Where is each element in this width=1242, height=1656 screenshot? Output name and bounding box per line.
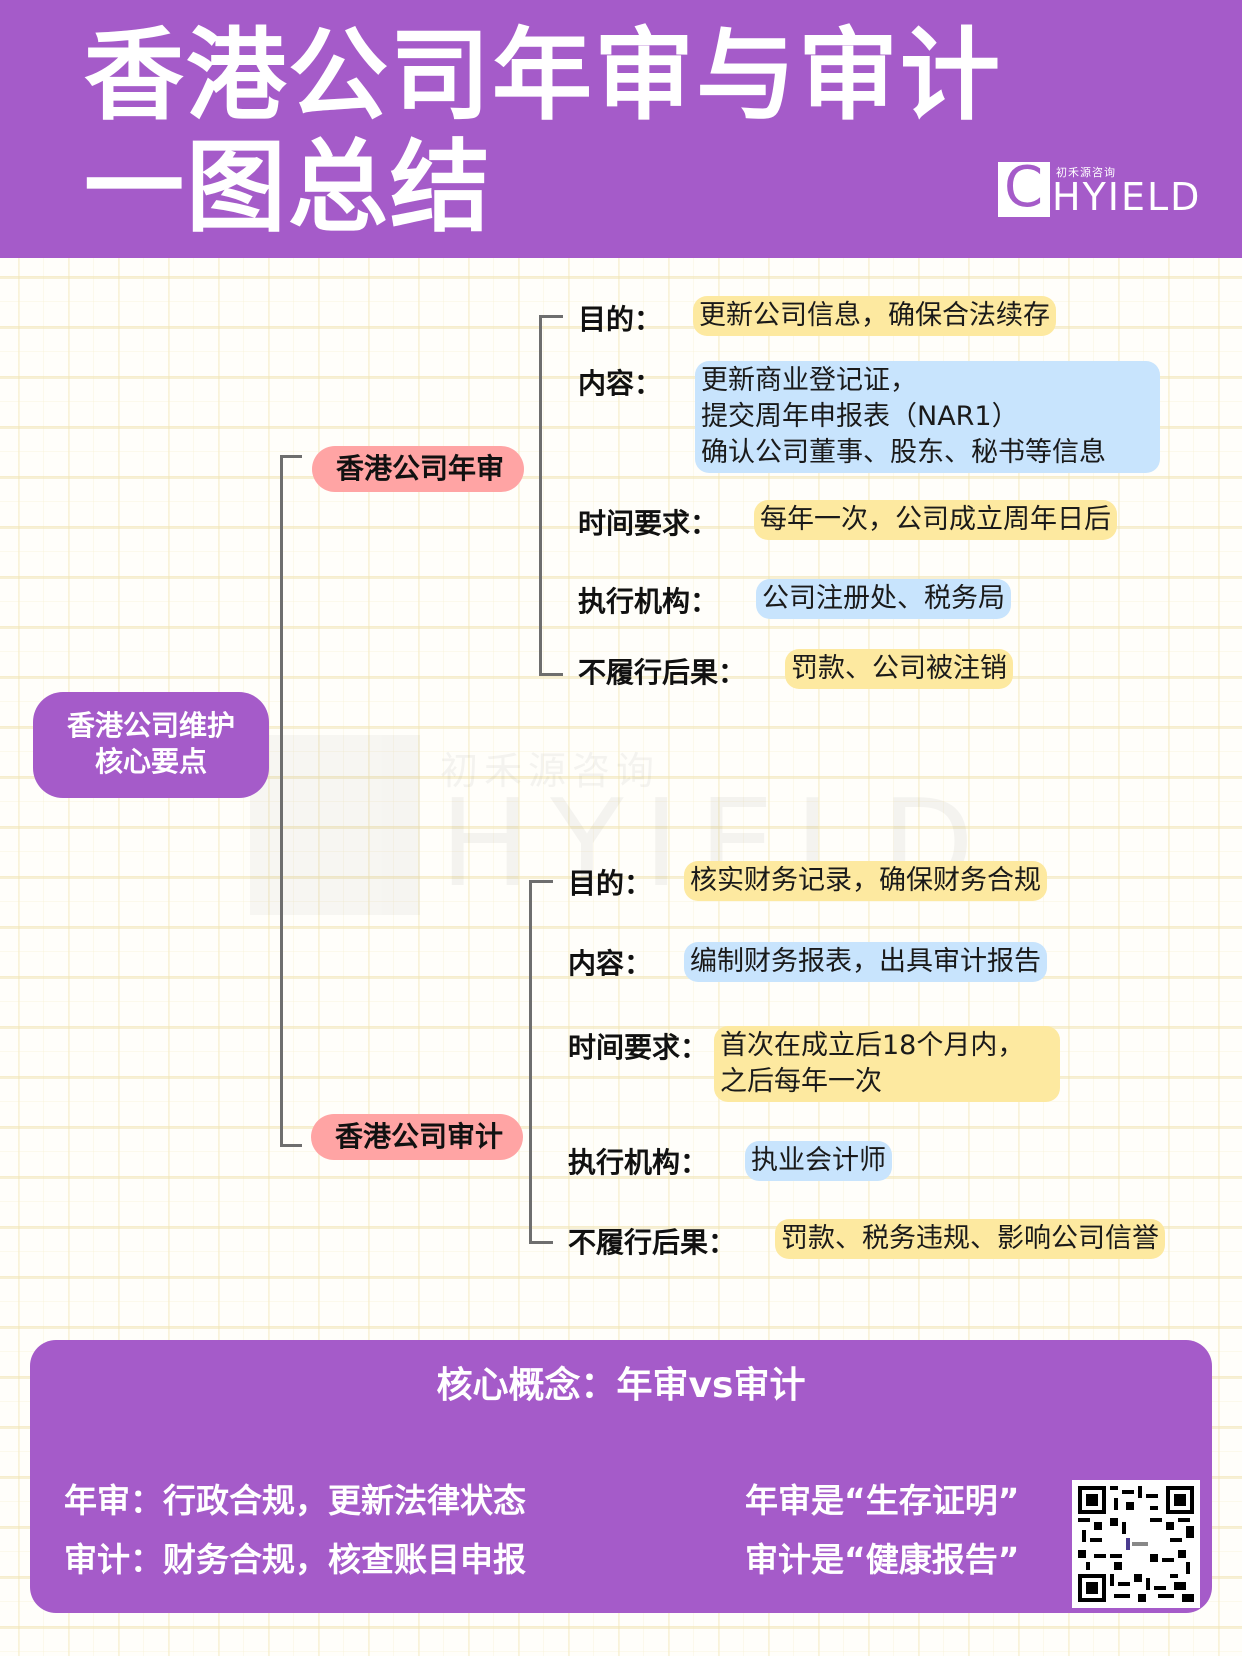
root-line-1: 香港公司维护 <box>66 709 235 742</box>
audit-consequence-value: 罚款、税务违规、影响公司信誉 <box>775 1219 1165 1259</box>
annual-agency-label: 执行机构： <box>578 585 719 618</box>
title-line-2: 一图总结 <box>84 129 492 246</box>
annual-consequence-value: 罚款、公司被注销 <box>785 649 1013 689</box>
annual-agency-value: 公司注册处、税务局 <box>756 579 1011 619</box>
summary-left-line-2: 审计：财务合规，核查账目申报 <box>64 1540 526 1579</box>
connector-branch-2-top <box>529 880 553 883</box>
logo-cn-name: 初禾源咨询 <box>1056 166 1116 179</box>
root-line-2: 核心要点 <box>94 745 207 778</box>
annual-time-label: 时间要求： <box>578 507 719 540</box>
annual-time-value: 每年一次，公司成立周年日后 <box>754 500 1117 540</box>
audit-time-label: 时间要求： <box>568 1031 709 1064</box>
summary-panel: 核心概念：年审vs审计 年审：行政合规，更新法律状态 审计：财务合规，核查账目申… <box>30 1340 1212 1613</box>
summary-right-line-2: 审计是“健康报告” <box>745 1540 1020 1579</box>
header-banner: 香港公司年审与审计 一图总结 C 初禾源咨询 HYIELD <box>0 0 1242 258</box>
annual-consequence-label: 不履行后果： <box>578 656 747 689</box>
annual-purpose-value: 更新公司信息，确保合法续存 <box>693 296 1056 336</box>
audit-purpose-label: 目的： <box>568 867 653 900</box>
watermark-cn-name: 初禾源咨询 <box>440 749 661 793</box>
connector-branch-1-bottom <box>539 673 563 676</box>
audit-agency-value: 执业会计师 <box>745 1141 892 1181</box>
branch-annual-review: 香港公司年审 <box>312 446 524 492</box>
audit-agency-label: 执行机构： <box>568 1146 709 1179</box>
connector-trunk-bottom <box>280 1144 302 1147</box>
audit-content-label: 内容： <box>568 947 653 980</box>
summary-right-line-1: 年审是“生存证明” <box>745 1481 1020 1520</box>
audit-content-value: 编制财务报表，出具审计报告 <box>684 942 1047 982</box>
logo-wordmark: HYIELD <box>1052 175 1202 219</box>
audit-purpose-value: 核实财务记录，确保财务合规 <box>684 861 1047 901</box>
summary-title: 核心概念：年审vs审计 <box>436 1365 806 1406</box>
audit-time-value: 首次在成立后18个月内， 之后每年一次 <box>714 1026 1060 1102</box>
brand-logo: C 初禾源咨询 HYIELD <box>998 158 1220 219</box>
annual-content-label: 内容： <box>578 367 663 400</box>
annual-purpose-label: 目的： <box>578 303 663 336</box>
connector-trunk <box>280 455 283 1147</box>
watermark-c-icon <box>250 735 420 915</box>
connector-branch-2 <box>529 880 532 1244</box>
connector-branch-1 <box>539 315 542 676</box>
connector-branch-1-top <box>539 315 563 318</box>
page-title: 香港公司年审与审计 一图总结 <box>84 20 1002 244</box>
qr-code-icon <box>1072 1480 1200 1608</box>
connector-branch-2-bottom <box>529 1241 553 1244</box>
mindmap-root-node: 香港公司维护 核心要点 <box>33 692 269 798</box>
branch-audit: 香港公司审计 <box>311 1114 523 1160</box>
logo-c-icon: C <box>998 158 1050 218</box>
connector-trunk-top <box>280 455 302 458</box>
annual-content-value: 更新商业登记证， 提交周年申报表（NAR1） 确认公司董事、股东、秘书等信息 <box>695 361 1160 473</box>
summary-left-line-1: 年审：行政合规，更新法律状态 <box>64 1481 526 1520</box>
audit-consequence-label: 不履行后果： <box>568 1226 737 1259</box>
title-line-1: 香港公司年审与审计 <box>84 17 1002 134</box>
